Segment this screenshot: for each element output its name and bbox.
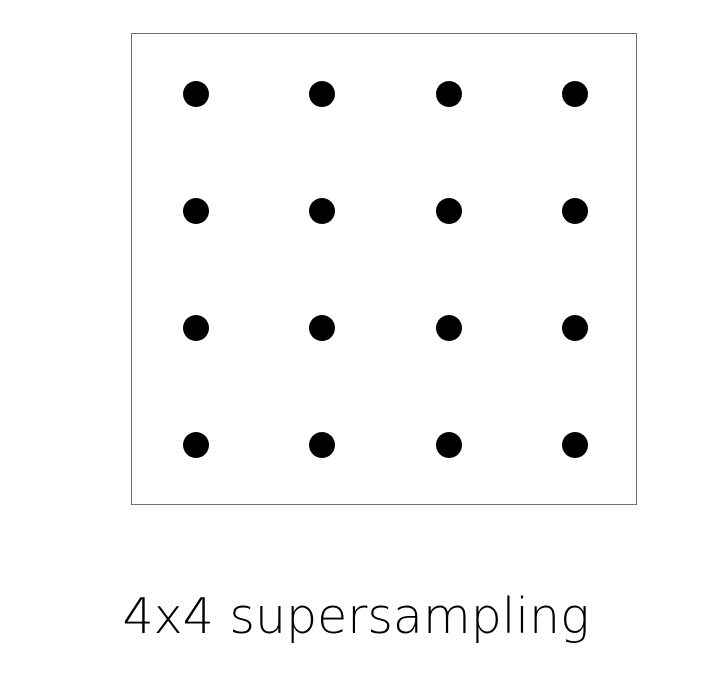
sample-point-r2-c3 bbox=[436, 198, 462, 224]
sample-point-r4-c3 bbox=[436, 432, 462, 458]
sample-point-r4-c1 bbox=[183, 432, 209, 458]
sample-point-r1-c4 bbox=[562, 81, 588, 107]
sample-point-r2-c1 bbox=[183, 198, 209, 224]
pixel-square bbox=[131, 33, 637, 505]
sample-point-r2-c2 bbox=[309, 198, 335, 224]
sample-point-r3-c3 bbox=[436, 315, 462, 341]
sample-point-r3-c1 bbox=[183, 315, 209, 341]
sample-point-r4-c4 bbox=[562, 432, 588, 458]
sample-point-r2-c4 bbox=[562, 198, 588, 224]
sample-point-r4-c2 bbox=[309, 432, 335, 458]
sample-point-r3-c2 bbox=[309, 315, 335, 341]
caption-label: 4x4 supersampling bbox=[122, 588, 590, 645]
sample-point-r1-c3 bbox=[436, 81, 462, 107]
sample-point-r3-c4 bbox=[562, 315, 588, 341]
sample-point-r1-c1 bbox=[183, 81, 209, 107]
sample-point-r1-c2 bbox=[309, 81, 335, 107]
